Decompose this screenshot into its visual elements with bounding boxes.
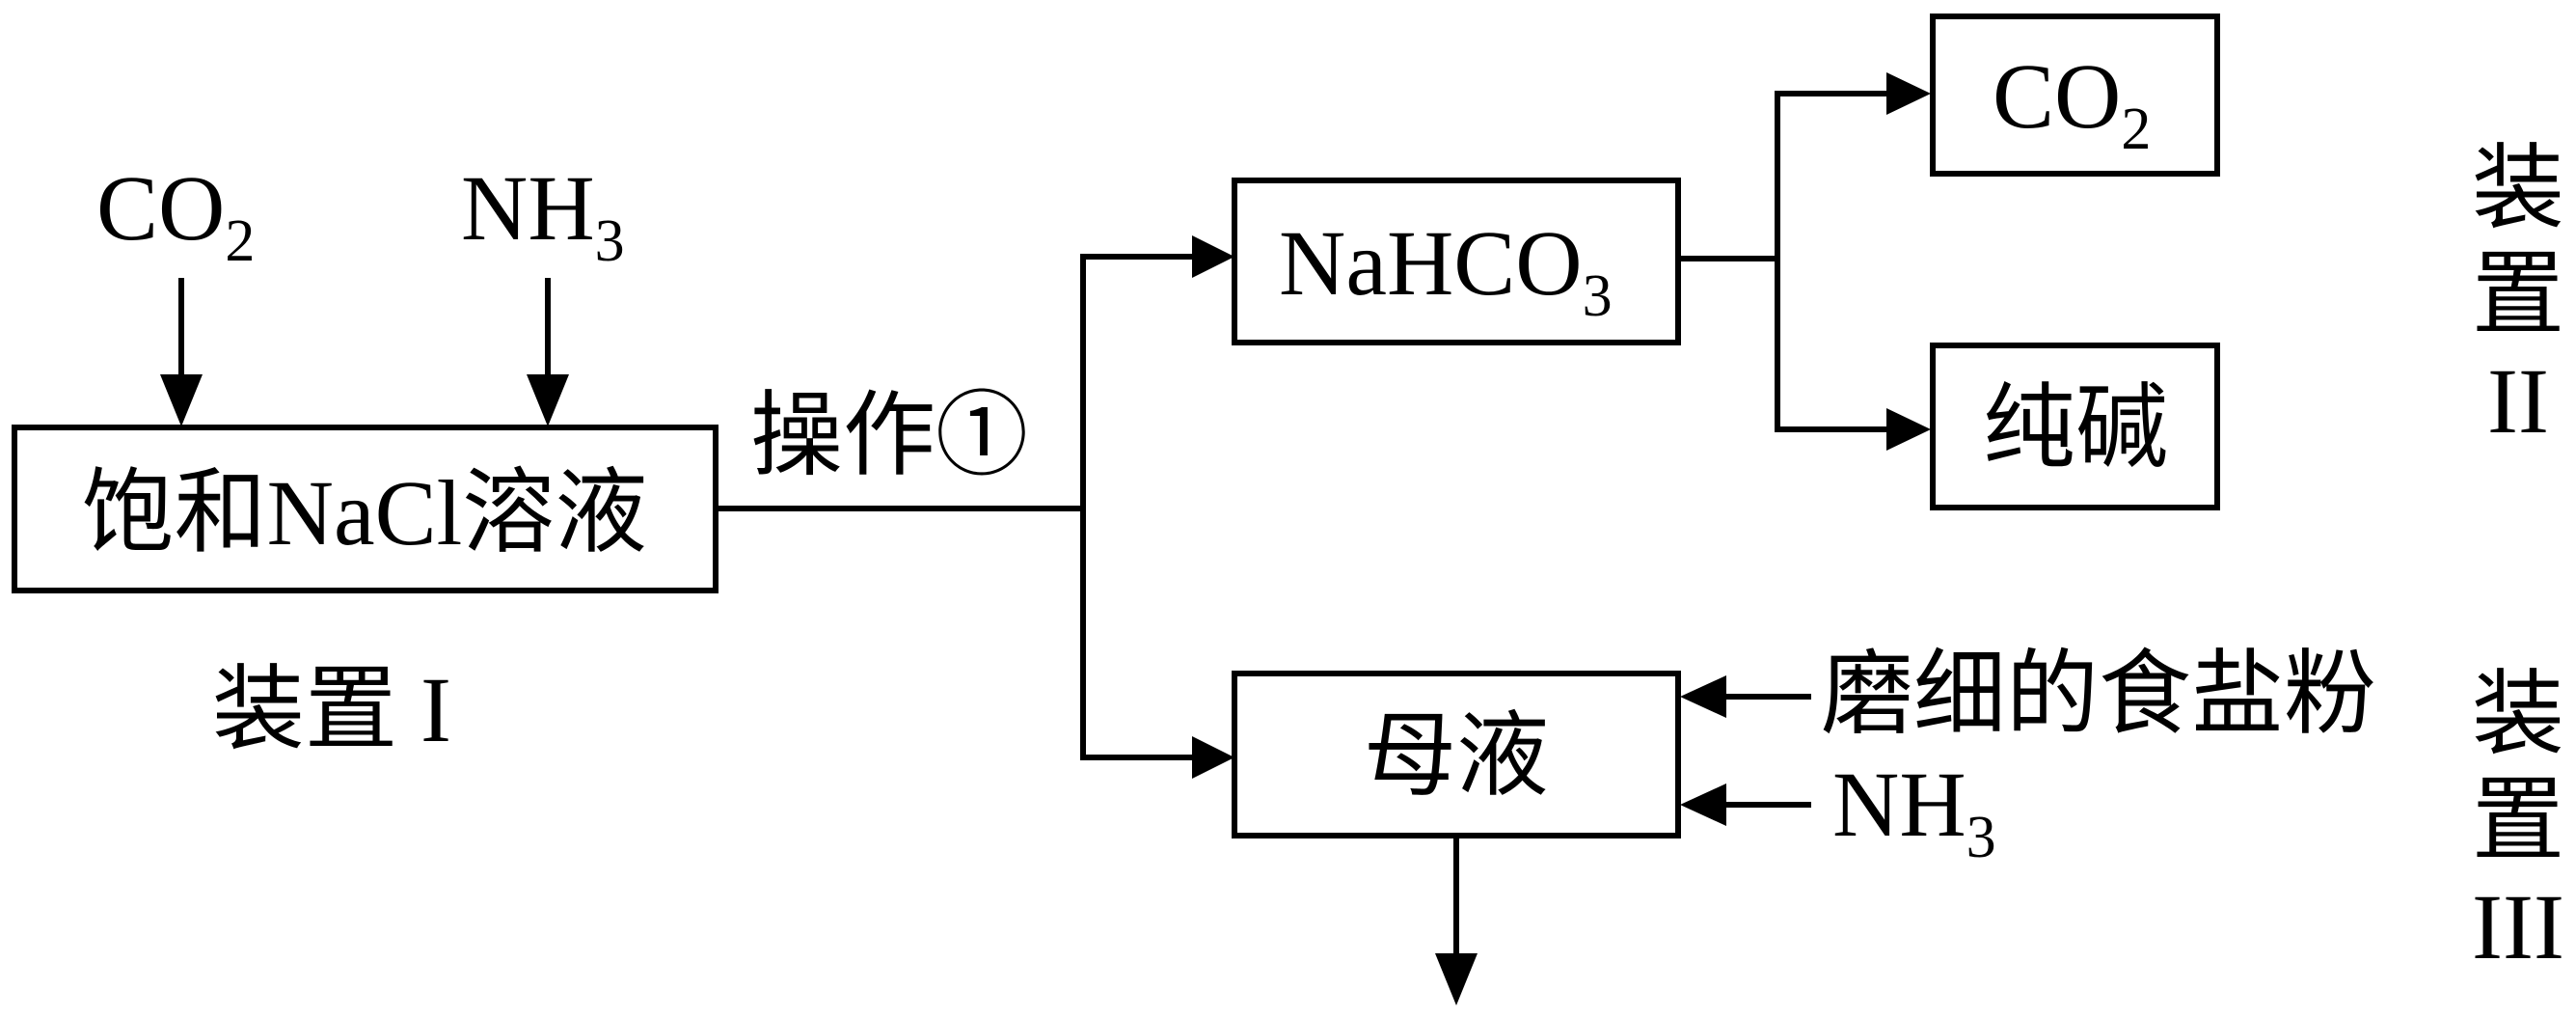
arrow-to-soda-ash — [1886, 408, 1931, 451]
svg-text:NaHCO3: NaHCO3 — [1279, 211, 1613, 329]
co2-product-label: CO2 — [1993, 44, 2151, 162]
arrow-to-co2-product — [1886, 72, 1931, 115]
mother-liquor-label: 母液 — [1364, 704, 1549, 808]
device-1-caption: 装置 I — [212, 658, 451, 761]
svg-text:NH3: NH3 — [461, 156, 625, 274]
svg-text:NH3: NH3 — [1832, 753, 1996, 870]
svg-text:CO2: CO2 — [1993, 44, 2151, 162]
nh3-down-arrow — [527, 278, 569, 426]
co2-input-label: CO2 — [96, 156, 255, 274]
soda-ash-box — [1930, 343, 2220, 510]
fine-salt-label: 磨细的食盐粉 — [1821, 643, 2376, 746]
arrow-to-mother-liquor — [1192, 736, 1234, 779]
svg-text:II: II — [2487, 349, 2549, 453]
device-2-branch-line — [1678, 91, 1890, 432]
nahco3-label: NaHCO3 — [1279, 211, 1613, 329]
nh3-side-arrow — [1680, 783, 1811, 826]
nh3-input-label: NH3 — [461, 156, 625, 274]
operation-1-label: 操作① — [750, 384, 1028, 487]
nh3-side-label: NH3 — [1832, 753, 1996, 870]
operation-branch-line — [716, 254, 1196, 760]
svg-text:CO2: CO2 — [96, 156, 255, 274]
saturated-nacl-label: 饱和NaCl溶液 — [82, 461, 648, 564]
device-3-caption: 装 置 III — [2472, 663, 2564, 978]
co2-down-arrow — [160, 278, 203, 426]
svg-text:装: 装 — [2472, 137, 2564, 240]
co2-product-box — [1930, 14, 2220, 177]
svg-text:III: III — [2472, 875, 2564, 978]
device-2-caption: 装 置 II — [2472, 137, 2564, 453]
soda-ash-label: 纯碱 — [1983, 376, 2168, 480]
arrow-to-nahco3 — [1192, 235, 1234, 278]
fine-salt-arrow — [1680, 675, 1811, 718]
svg-text:装: 装 — [2472, 663, 2564, 766]
svg-text:置: 置 — [2472, 769, 2564, 872]
mother-liquor-down-arrow — [1435, 836, 1478, 1005]
svg-text:置: 置 — [2472, 243, 2564, 346]
